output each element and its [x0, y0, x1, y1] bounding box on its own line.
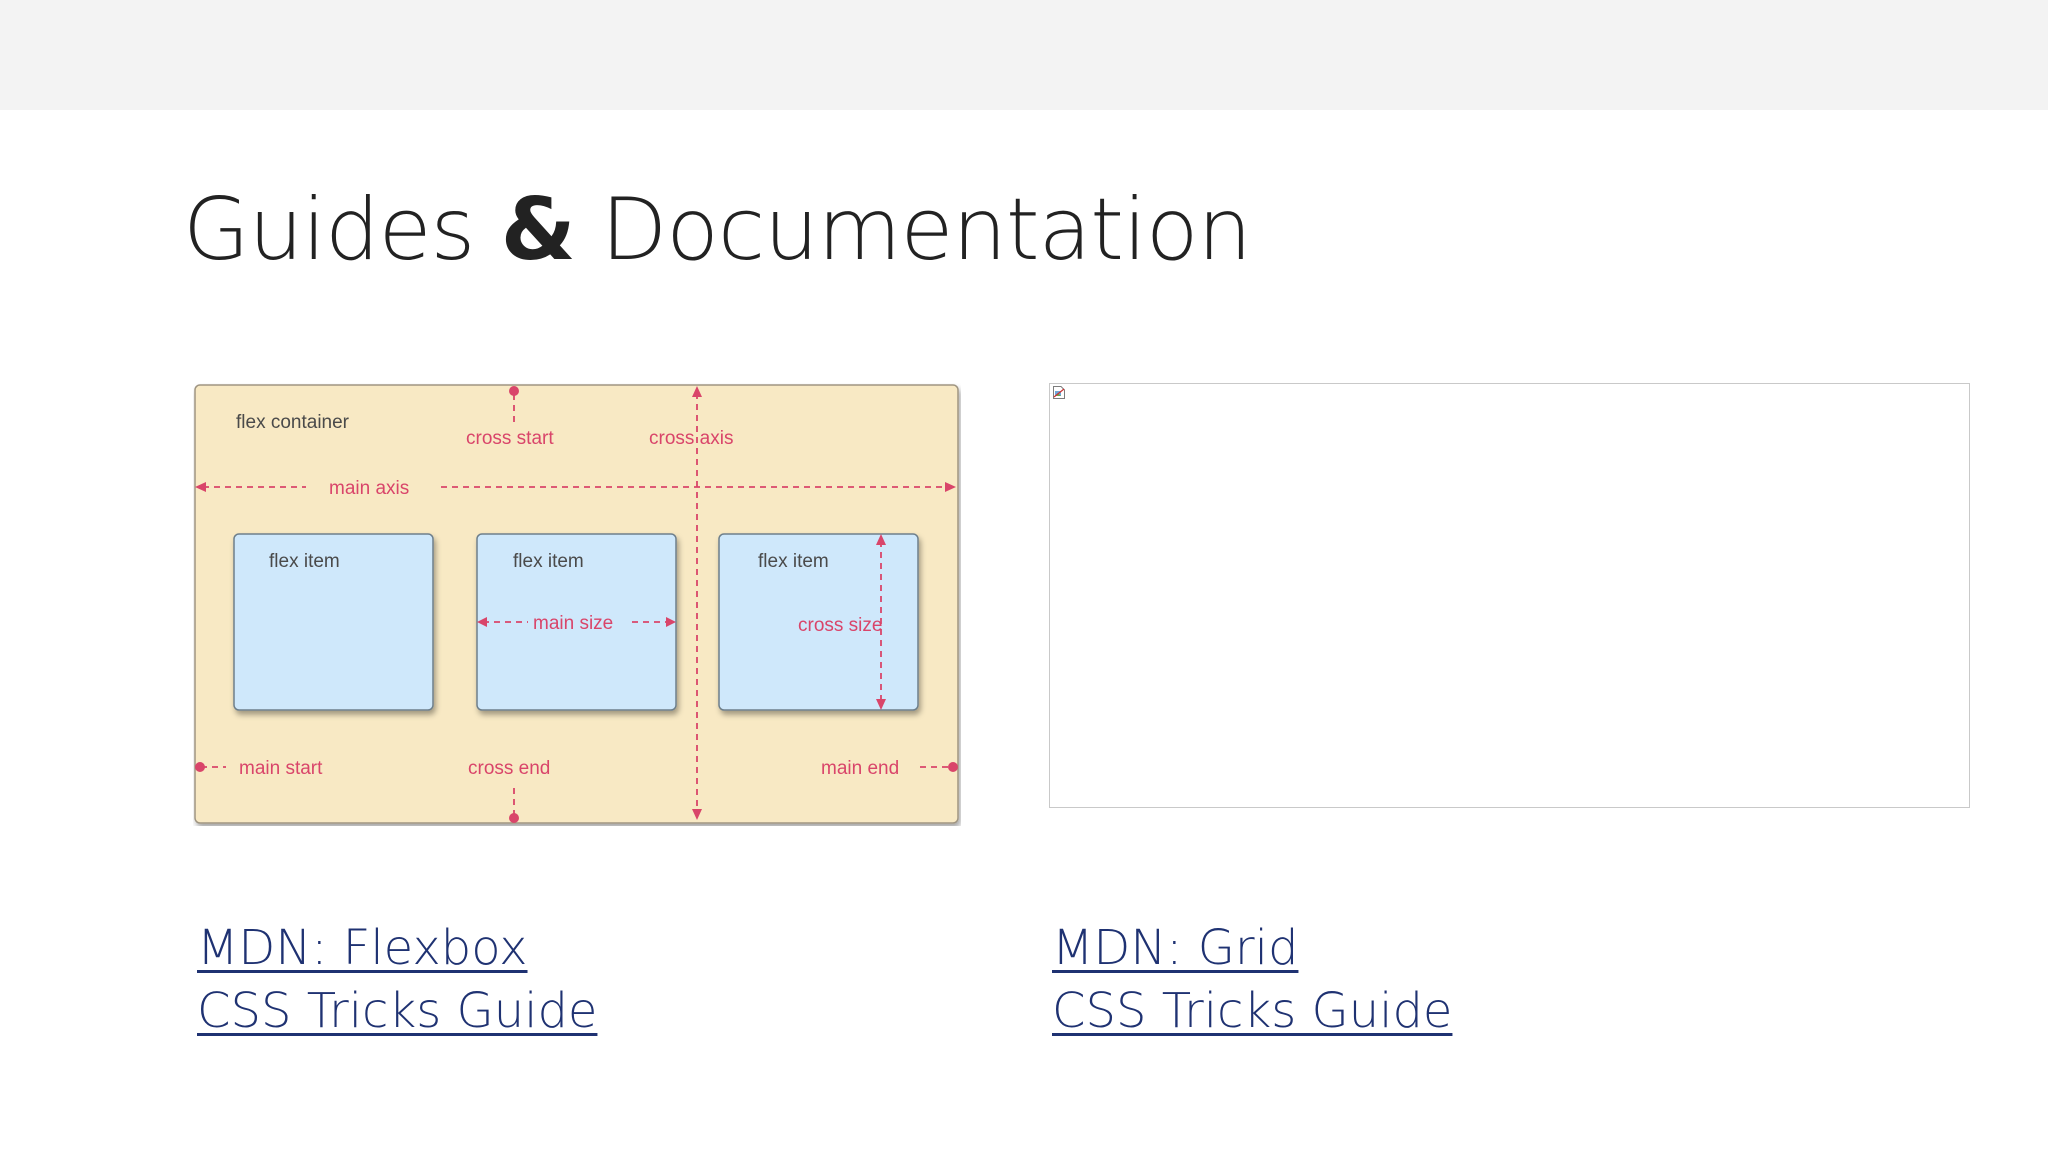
- label-cross-size: cross size: [798, 615, 882, 636]
- arrow-cross-size-up-icon: [876, 534, 886, 545]
- label-flex-item-3: flex item: [758, 551, 829, 572]
- link-mdn-grid[interactable]: MDN: Grid: [1052, 920, 1299, 976]
- link-css-tricks-flexbox[interactable]: CSS Tricks Guide: [197, 983, 598, 1039]
- dot-main-end-icon: [948, 762, 958, 772]
- arrow-cross-axis-down-icon: [692, 809, 702, 820]
- title-documentation: Documentation: [601, 180, 1252, 280]
- flex-item-box-1: [233, 533, 434, 711]
- label-cross-end: cross end: [468, 758, 550, 779]
- dot-cross-end-icon: [509, 813, 519, 823]
- left-links: MDN: Flexbox CSS Tricks Guide: [197, 917, 597, 1043]
- flexbox-diagram: flex container flex item flex item flex …: [193, 383, 961, 826]
- label-main-start: main start: [239, 758, 323, 779]
- link-mdn-flexbox[interactable]: MDN: Flexbox: [197, 920, 528, 976]
- arrow-cross-size-down-icon: [876, 699, 886, 710]
- label-cross-axis: cross axis: [649, 428, 733, 449]
- title-ampersand: &: [500, 180, 576, 280]
- broken-image-frame: [1049, 383, 1970, 808]
- label-main-size: main size: [533, 613, 613, 634]
- title-guides: Guides: [183, 180, 475, 280]
- top-band: [0, 0, 2048, 110]
- dot-main-start-icon: [195, 762, 205, 772]
- link-css-tricks-grid[interactable]: CSS Tricks Guide: [1052, 983, 1453, 1039]
- arrow-cross-axis-up-icon: [692, 386, 702, 397]
- arrow-main-size-left-icon: [477, 617, 487, 627]
- right-links: MDN: Grid CSS Tricks Guide: [1052, 917, 1452, 1043]
- broken-image-icon: [1053, 386, 1065, 399]
- label-cross-start: cross start: [466, 428, 554, 449]
- label-flex-container: flex container: [236, 412, 350, 433]
- flex-item-box-3: [718, 533, 919, 711]
- slide-title: Guides & Documentation: [183, 178, 1252, 282]
- dot-cross-start-icon: [509, 386, 519, 396]
- label-flex-item-1: flex item: [269, 551, 340, 572]
- arrow-main-size-right-icon: [666, 617, 676, 627]
- arrow-main-axis-right-icon: [945, 482, 956, 492]
- arrow-main-axis-left-icon: [195, 482, 206, 492]
- label-main-end: main end: [821, 758, 899, 779]
- label-flex-item-2: flex item: [513, 551, 584, 572]
- label-main-axis: main axis: [329, 478, 409, 499]
